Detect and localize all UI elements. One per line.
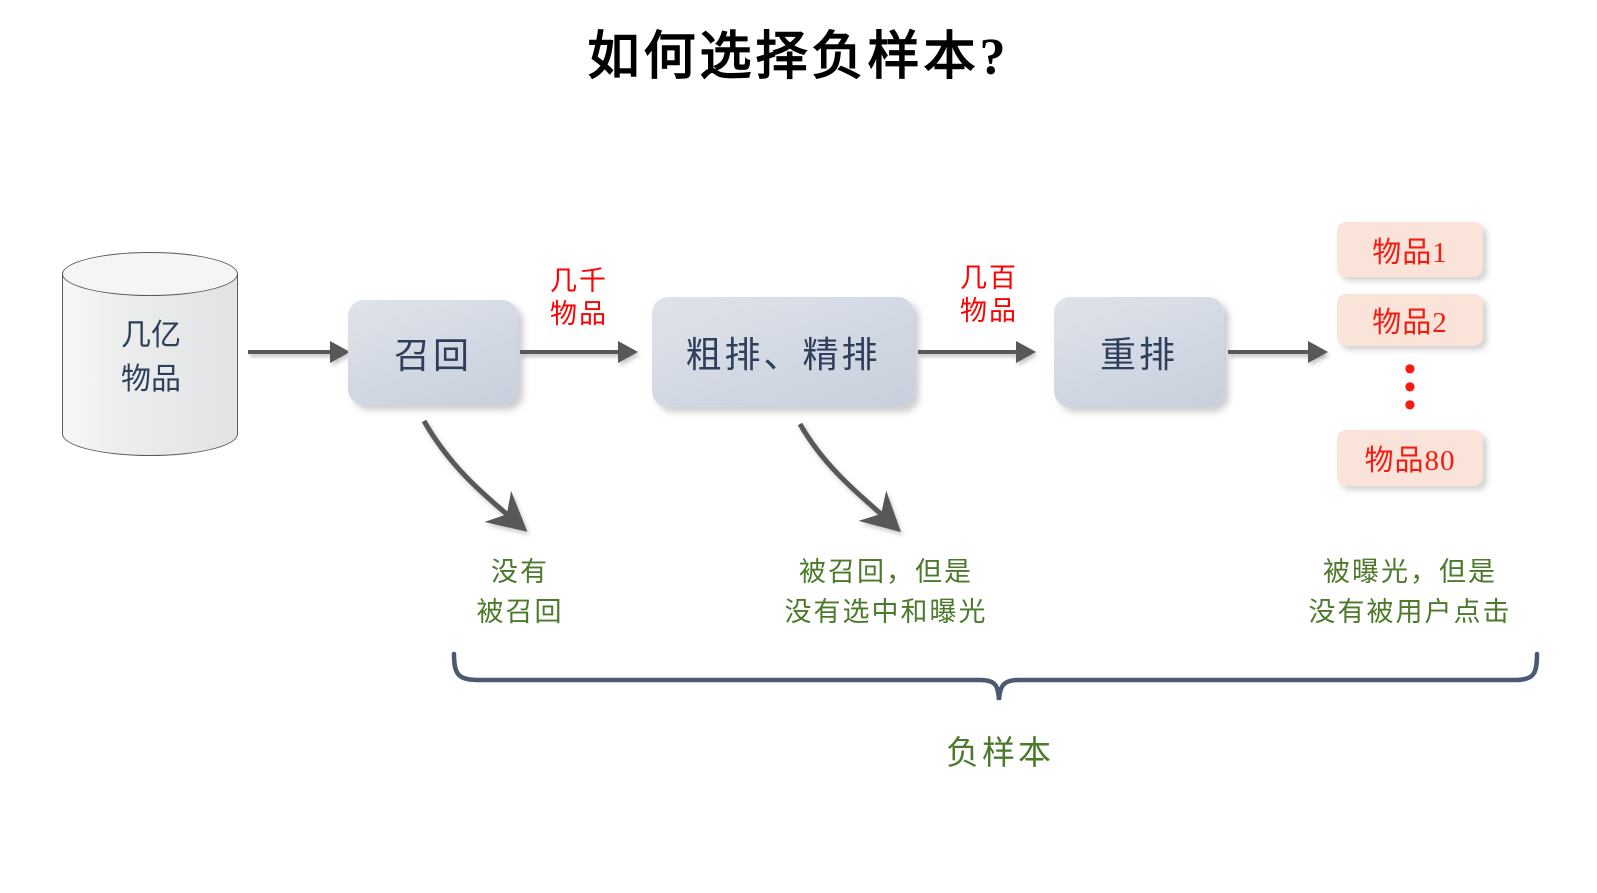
flow-label-after-recall: 几千 物品 bbox=[550, 266, 608, 329]
arrow-rerank-to-items-head bbox=[1308, 341, 1328, 363]
arrow-recall-to-ranking-head bbox=[618, 341, 638, 363]
negative-sample-label: 负样本 bbox=[946, 736, 1054, 772]
negative-sample-brace bbox=[451, 651, 1540, 701]
flow-label-after-ranking: 几百 物品 bbox=[960, 263, 1018, 326]
arrow-ranking-to-rerank-head bbox=[1016, 341, 1036, 363]
stage-box-ranking[interactable]: 粗排、精排 bbox=[652, 297, 914, 407]
curved-arrow-ranking-dropoff bbox=[797, 422, 902, 533]
page-title: 如何选择负样本? bbox=[587, 29, 1010, 86]
cylinder-bottom-ellipse bbox=[62, 412, 238, 456]
note-not-selected: 被召回，但是 没有选中和曝光 bbox=[784, 557, 988, 627]
result-item-card[interactable]: 物品2 bbox=[1337, 294, 1483, 346]
item-corpus-cylinder: 几亿 物品 bbox=[62, 252, 248, 464]
result-item-card[interactable]: 物品1 bbox=[1337, 222, 1483, 277]
note-not-clicked: 被曝光，但是 没有被用户点击 bbox=[1308, 557, 1512, 627]
arrow-corpus-to-recall-head bbox=[330, 341, 350, 363]
curved-arrow-recall-dropoff bbox=[421, 419, 528, 532]
vertical-ellipsis-icon: ••• bbox=[1404, 350, 1416, 424]
cylinder-top-ellipse bbox=[62, 252, 238, 296]
cylinder-body bbox=[62, 274, 238, 434]
stage-box-rerank[interactable]: 重排 bbox=[1054, 297, 1224, 407]
result-item-card[interactable]: 物品80 bbox=[1337, 430, 1483, 486]
cylinder-label: 几亿 物品 bbox=[121, 319, 181, 396]
arrow-recall-to-ranking-line bbox=[520, 350, 620, 354]
stage-box-recall[interactable]: 召回 bbox=[348, 300, 518, 405]
arrow-ranking-to-rerank-line bbox=[918, 350, 1018, 354]
arrow-rerank-to-items-line bbox=[1228, 350, 1322, 354]
note-not-recalled: 没有 被召回 bbox=[476, 557, 564, 627]
arrow-corpus-to-recall-line bbox=[248, 350, 332, 354]
